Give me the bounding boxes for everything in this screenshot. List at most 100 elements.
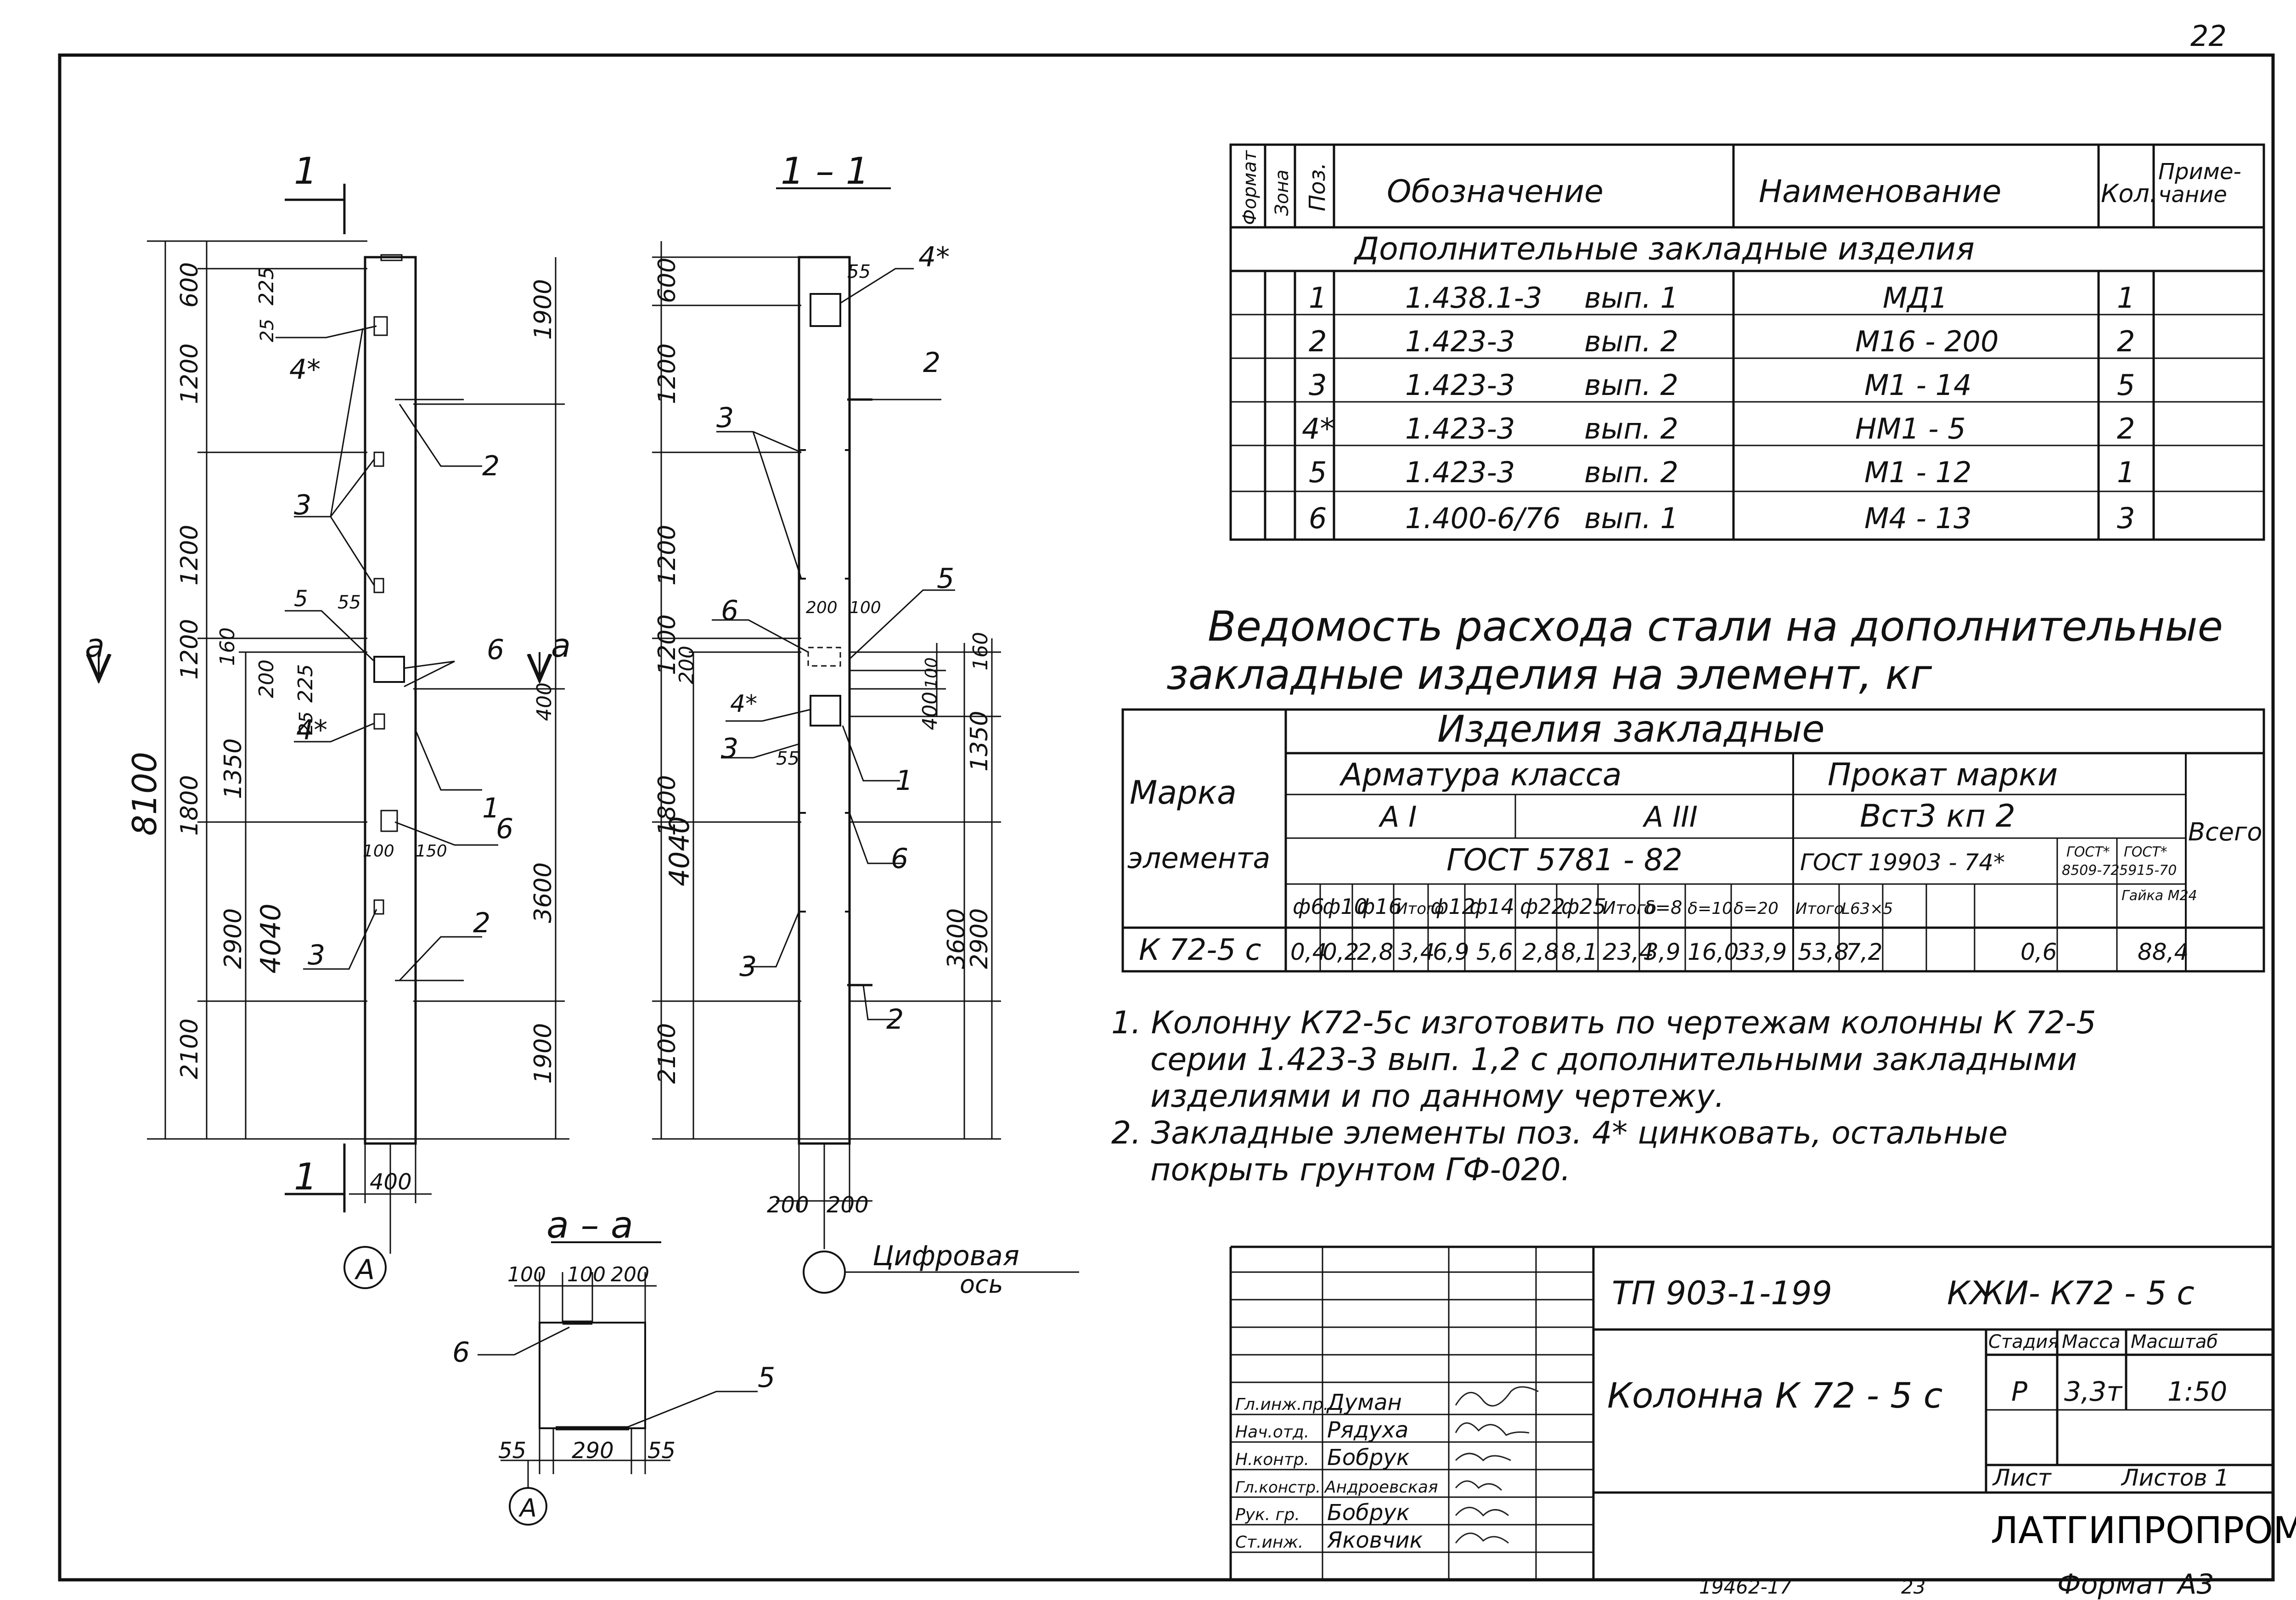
svg-text:6: 6 [1309, 501, 1327, 535]
svg-text:150: 150 [416, 842, 447, 861]
svg-text:6: 6 [496, 813, 513, 845]
svg-text:а: а [85, 627, 105, 665]
svg-text:400: 400 [918, 692, 942, 730]
svg-text:3600: 3600 [943, 908, 970, 969]
svg-text:6: 6 [487, 634, 504, 666]
svg-text:Лист: Лист [1992, 1465, 2052, 1491]
svg-text:8100: 8100 [125, 752, 164, 836]
svg-text:Масштаб: Масштаб [2131, 1331, 2218, 1352]
svg-text:225: 225 [255, 267, 278, 305]
svg-text:3,9: 3,9 [1644, 939, 1681, 965]
svg-text:1350: 1350 [966, 711, 993, 772]
svg-text:25: 25 [257, 319, 278, 342]
svg-text:Гл.инж.пр.: Гл.инж.пр. [1235, 1395, 1328, 1414]
svg-text:А I: А I [1378, 800, 1417, 834]
svg-text:Листов 1: Листов 1 [2121, 1465, 2229, 1491]
svg-text:δ=20: δ=20 [1733, 899, 1778, 918]
svg-text:4*: 4* [296, 714, 327, 746]
spec-row: 6 1.400-6/76 вып. 1 М4 - 13 3 [1309, 501, 2135, 535]
svg-text:6,9: 6,9 [1433, 939, 1469, 965]
svg-text:600: 600 [653, 258, 681, 303]
column-view-labels: 1 1 а а А 8100 600 1200 1200 1200 1800 2… [85, 150, 571, 1286]
svg-text:2: 2 [923, 347, 940, 379]
signatures [1455, 1386, 1539, 1544]
svg-text:5: 5 [937, 563, 954, 595]
svg-text:1.423-3: 1.423-3 [1405, 325, 1515, 358]
svg-text:Масса: Масса [2062, 1331, 2121, 1352]
svg-text:δ=10: δ=10 [1688, 899, 1733, 918]
svg-text:2: 2 [482, 450, 500, 482]
svg-text:Р: Р [2011, 1376, 2027, 1407]
svg-text:Итого: Итого [1795, 900, 1844, 918]
steel-title-line2: закладные изделия на элемент, кг [1166, 651, 1932, 699]
svg-text:100: 100 [567, 1263, 606, 1286]
svg-text:2,8: 2,8 [1522, 939, 1559, 965]
svg-text:М16 - 200: М16 - 200 [1855, 325, 1999, 358]
svg-text:3: 3 [716, 402, 734, 434]
svg-text:5: 5 [1309, 456, 1327, 489]
archive-number: 19462-17 [1699, 1576, 1792, 1598]
svg-text:4040: 4040 [664, 816, 696, 886]
svg-text:23,4: 23,4 [1603, 939, 1654, 965]
svg-text:225: 225 [294, 664, 317, 703]
svg-text:ф6: ф6 [1293, 894, 1324, 919]
svg-text:Колонна К 72 - 5 с: Колонна К 72 - 5 с [1607, 1375, 1943, 1416]
svg-text:5: 5 [2117, 368, 2135, 402]
column-view [99, 184, 569, 1289]
svg-text:серии 1.423-3 вып. 1,2 с допол: серии 1.423-3 вып. 1,2 с дополнительными… [1150, 1042, 2077, 1078]
svg-text:3,3т: 3,3т [2064, 1376, 2123, 1407]
svg-text:3: 3 [308, 939, 325, 971]
svg-text:Кол.: Кол. [2101, 179, 2157, 208]
axis-a-bubble [343, 1246, 387, 1289]
svg-text:Приме-: Приме- [2158, 159, 2241, 185]
svg-text:1350: 1350 [219, 738, 247, 799]
svg-text:ф22: ф22 [1520, 894, 1565, 919]
svg-text:1.400-6/76: 1.400-6/76 [1405, 501, 1561, 535]
svg-text:6: 6 [891, 843, 908, 875]
svg-text:8,1: 8,1 [1561, 939, 1598, 965]
svg-text:δ=8: δ=8 [1644, 897, 1682, 918]
svg-text:ТП 903-1-199: ТП 903-1-199 [1612, 1274, 1832, 1312]
svg-text:Арматура класса: Арматура класса [1339, 757, 1622, 793]
svg-text:1.438.1-3: 1.438.1-3 [1405, 281, 1542, 315]
svg-text:Поз.: Поз. [1305, 163, 1330, 211]
svg-text:55: 55 [847, 261, 871, 282]
svg-text:6: 6 [452, 1336, 470, 1369]
svg-text:ГОСТ*: ГОСТ* [2066, 844, 2110, 860]
svg-text:2900: 2900 [219, 908, 247, 969]
svg-text:М1 - 14: М1 - 14 [1864, 368, 1972, 402]
signer-row: Гл.инж.пр. Думан [1235, 1390, 1402, 1415]
svg-text:1200: 1200 [176, 525, 203, 586]
svg-text:4040: 4040 [255, 903, 287, 974]
svg-text:33,9: 33,9 [1736, 939, 1787, 965]
svg-text:200: 200 [806, 598, 838, 617]
svg-text:А: А [354, 1254, 375, 1286]
svg-text:КЖИ- К72 - 5 с: КЖИ- К72 - 5 с [1947, 1274, 2195, 1312]
page-number: 22 [2190, 19, 2227, 53]
svg-text:1. Колонну К72-5с изготовить п: 1. Колонну К72-5с изготовить по чертежам… [1111, 1005, 2096, 1041]
spec-row: 3 1.423-3 вып. 2 М1 - 14 5 [1309, 368, 2135, 402]
svg-text:1.423-3: 1.423-3 [1405, 412, 1515, 445]
svg-text:4*: 4* [1302, 412, 1334, 445]
svg-text:Марка: Марка [1130, 774, 1237, 811]
svg-text:200: 200 [675, 646, 698, 684]
svg-text:а: а [551, 627, 571, 665]
svg-text:1: 1 [294, 150, 317, 192]
svg-text:55: 55 [498, 1438, 526, 1464]
svg-text:200: 200 [767, 1192, 809, 1218]
svg-text:изделиями и по данному чертежу: изделиями и по данному чертежу. [1150, 1078, 1724, 1115]
svg-text:55: 55 [776, 748, 799, 769]
svg-text:1: 1 [895, 765, 913, 797]
svg-text:2100: 2100 [176, 1019, 203, 1079]
svg-text:7,2: 7,2 [1846, 939, 1883, 965]
format-label: Формат А3 [2057, 1568, 2214, 1600]
signer-row: Гл.констр. Андроевская [1235, 1478, 1438, 1497]
svg-text:ф12: ф12 [1430, 894, 1475, 919]
svg-text:Прокат марки: Прокат марки [1828, 757, 2058, 793]
spec-row: 2 1.423-3 вып. 2 М16 - 200 2 [1309, 325, 2135, 358]
svg-text:1800: 1800 [176, 775, 203, 836]
svg-text:Формат: Формат [1239, 150, 1261, 225]
section-outline [798, 256, 851, 1145]
svg-text:Изделия закладные: Изделия закладные [1437, 708, 1825, 750]
svg-text:ГОСТ*: ГОСТ* [2124, 844, 2167, 860]
